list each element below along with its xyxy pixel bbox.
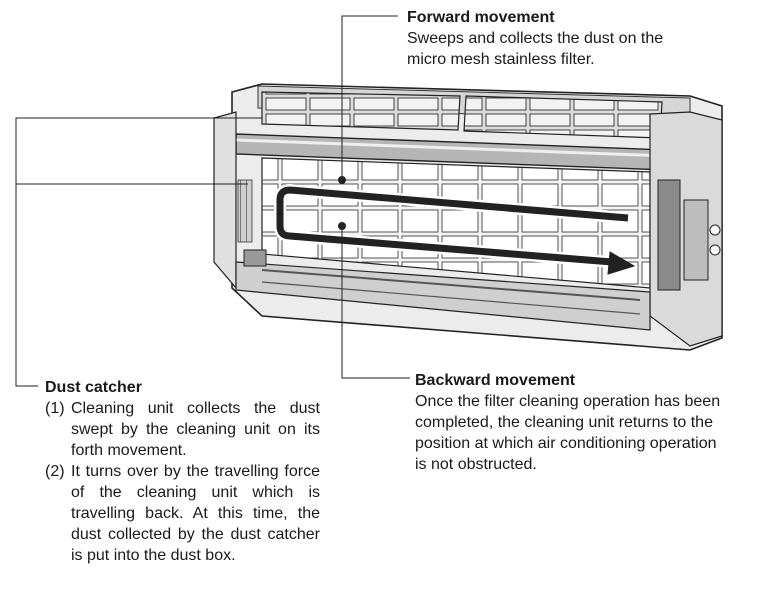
list-item: (1) Cleaning unit collects the dust swep… (45, 398, 320, 461)
backward-leader-line (341, 226, 410, 379)
forward-leader-line (341, 15, 398, 180)
forward-movement-callout: Forward movement Sweeps and collects the… (407, 7, 747, 70)
dust-catcher-leader-line (15, 117, 262, 387)
backward-movement-title: Backward movement (415, 372, 576, 389)
list-item-text: Cleaning unit collects the dust swept by… (71, 400, 320, 459)
list-item-number: (1) (45, 400, 65, 417)
movement-arrow-icon (274, 183, 636, 275)
backward-movement-callout: Backward movement Once the filter cleani… (415, 370, 765, 475)
backward-movement-line: is not obstructed. (415, 456, 537, 473)
dust-catcher-title: Dust catcher (45, 379, 142, 396)
backward-movement-line: Once the filter cleaning operation has b… (415, 393, 721, 410)
backward-movement-line: completed, the cleaning unit returns to … (415, 414, 713, 431)
dust-catcher-list: (1) Cleaning unit collects the dust swep… (45, 398, 320, 566)
air-conditioner-illustration (213, 83, 723, 351)
dust-catcher-callout: Dust catcher (1) Cleaning unit collects … (45, 377, 320, 566)
list-item-text: It turns over by the travelling force of… (71, 463, 320, 564)
list-item-number: (2) (45, 463, 65, 480)
forward-movement-line: Sweeps and collects the dust on the (407, 30, 664, 47)
forward-leader-dot (338, 176, 346, 184)
forward-movement-line: micro mesh stainless filter. (407, 51, 595, 68)
leader-lines (15, 15, 410, 387)
list-item: (2) It turns over by the travelling forc… (45, 461, 320, 566)
backward-leader-dot (338, 222, 346, 230)
backward-movement-line: position at which air conditioning opera… (415, 435, 717, 452)
forward-movement-title: Forward movement (407, 9, 555, 26)
